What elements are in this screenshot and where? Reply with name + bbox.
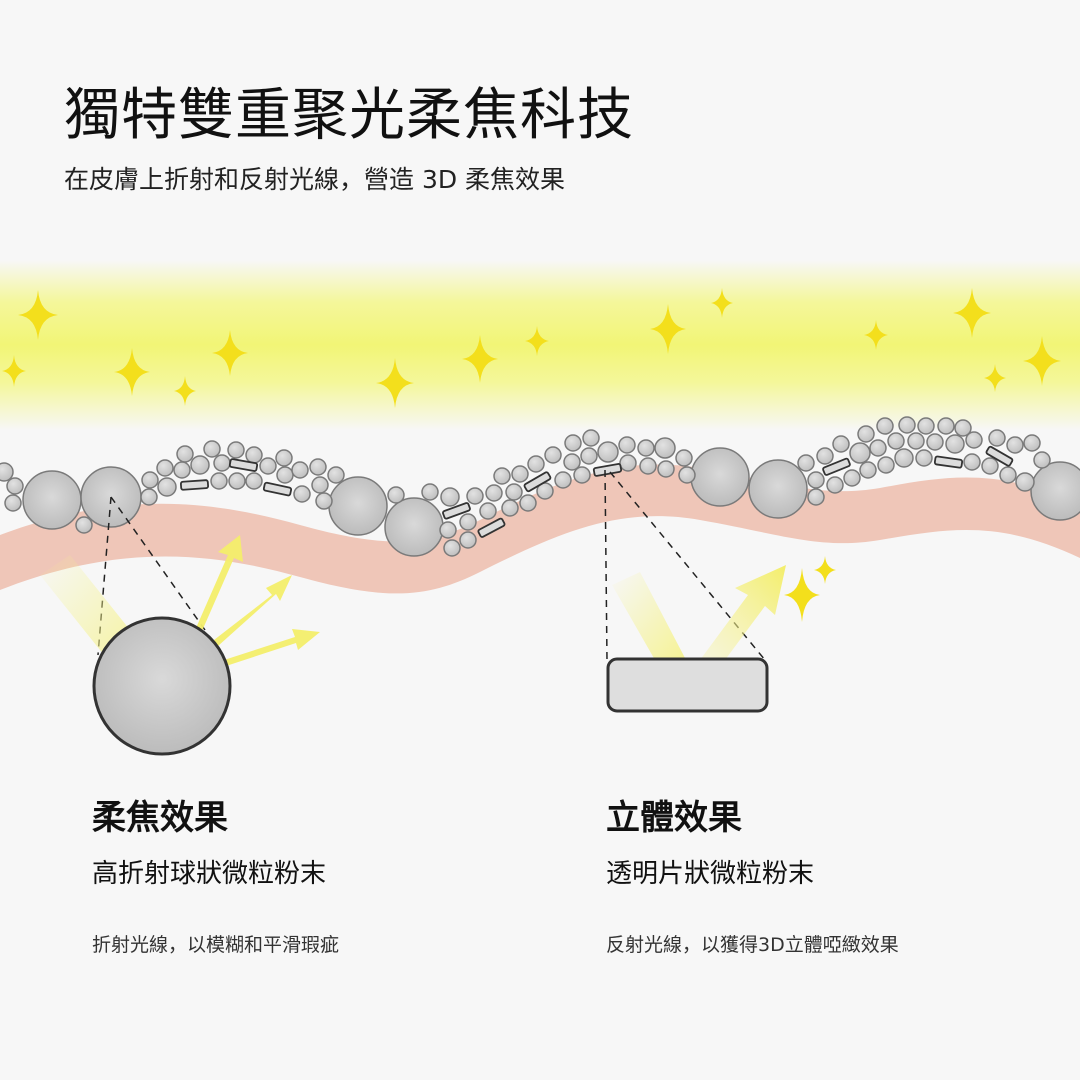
soft-focus-subheading: 高折射球狀微粒粉末	[92, 859, 327, 889]
dimension-panel: 立體效果 透明片狀微粒粉末 反射光線，以獲得3D立體啞緻效果	[606, 790, 899, 957]
incoming-light-ray	[612, 572, 685, 660]
sparkle-icon	[650, 304, 686, 354]
page-title: 獨特雙重聚光柔焦科技	[64, 83, 634, 148]
dimension-heading: 立體效果	[606, 798, 742, 838]
light-ray-arrow-icon	[700, 565, 786, 660]
dimension-description: 反射光線，以獲得3D立體啞緻效果	[606, 934, 899, 956]
page-subtitle: 在皮膚上折射和反射光線，營造 3D 柔焦效果	[64, 165, 566, 194]
spherical-particle-icon	[92, 616, 232, 756]
soft-focus-panel: 柔焦效果 高折射球狀微粒粉末 折射光線，以模糊和平滑瑕疵	[92, 790, 339, 957]
sparkle-icon	[1023, 336, 1061, 386]
sparkle-icon	[2, 355, 26, 387]
sparkle-icon	[462, 335, 498, 383]
sparkle-icon	[114, 348, 150, 396]
soft-focus-description: 折射光線，以模糊和平滑瑕疵	[92, 934, 340, 956]
refraction-detail	[40, 496, 320, 756]
sparkle-icon	[864, 320, 888, 350]
spherical-particle-icon	[22, 447, 1080, 557]
light-ray-arrow-icon	[224, 629, 320, 666]
sparkle-icon	[525, 326, 549, 356]
sparkle-icon	[984, 364, 1006, 392]
light-ray-arrow-icon	[196, 535, 243, 631]
sparkle-icon	[953, 288, 991, 338]
soft-focus-heading: 柔焦效果	[92, 798, 228, 838]
dimension-subheading: 透明片狀微粒粉末	[606, 859, 815, 889]
reflection-detail	[604, 469, 786, 713]
sparkle-icon	[711, 288, 733, 318]
light-ray-arrow-icon	[214, 575, 292, 646]
particle-layer	[0, 416, 1080, 557]
sparkle-icon	[174, 376, 196, 406]
flake-particle-icon	[179, 445, 1014, 538]
sparkle-icon	[814, 556, 836, 584]
sparkle-icon	[212, 330, 248, 376]
sparkle-icon	[784, 568, 820, 622]
sparkle-icon	[376, 358, 414, 408]
flake-particle-icon	[606, 657, 769, 713]
sparkles	[2, 288, 1061, 622]
sparkle-icon	[18, 290, 58, 340]
